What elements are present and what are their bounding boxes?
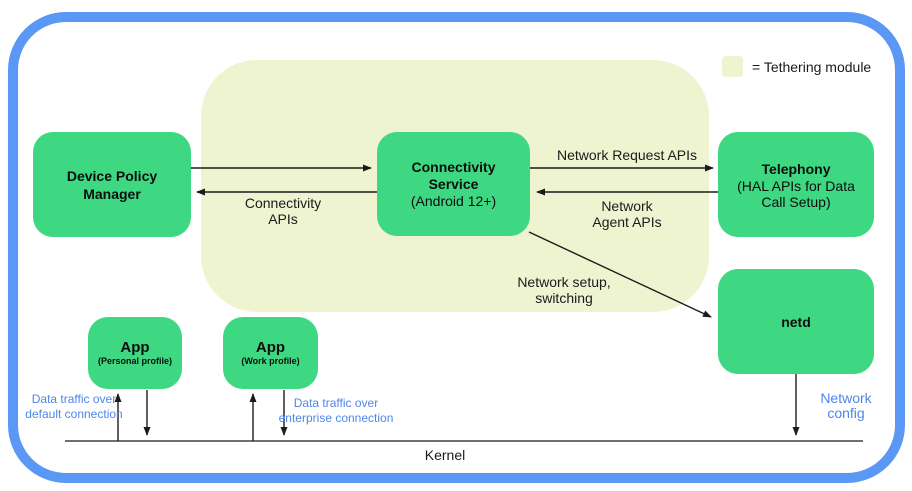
node-title: App bbox=[120, 339, 150, 356]
node-subtitle: (Android 12+) bbox=[410, 193, 497, 209]
edge-label-network-setup-switching: Network setup, switching bbox=[517, 274, 611, 306]
node-title: Telephony bbox=[761, 160, 831, 177]
node-telephony: Telephony (HAL APIs for Data Call Setup) bbox=[718, 132, 874, 237]
node-app-personal: App (Personal profile) bbox=[88, 317, 182, 389]
edge-label-network-request-apis: Network Request APIs bbox=[556, 147, 698, 163]
label-data-traffic-enterprise: Data traffic over enterprise connection bbox=[278, 396, 394, 425]
legend-label: = Tethering module bbox=[752, 58, 872, 75]
node-title: Device Policy Manager bbox=[66, 167, 158, 202]
node-title: App bbox=[255, 339, 286, 356]
legend: = Tethering module bbox=[722, 56, 871, 77]
edge-label-network-agent-apis: Network Agent APIs bbox=[592, 198, 662, 230]
node-netd: netd bbox=[718, 269, 874, 374]
node-title: Connectivity Service bbox=[411, 159, 496, 192]
device-frame-border bbox=[8, 12, 905, 483]
node-app-work: App (Work profile) bbox=[223, 317, 318, 389]
node-device-policy-manager: Device Policy Manager bbox=[33, 132, 191, 237]
node-subtitle: (Work profile) bbox=[241, 356, 300, 366]
arrow-connectivity-to-netd bbox=[528, 231, 712, 318]
node-connectivity-service: Connectivity Service (Android 12+) bbox=[377, 132, 530, 236]
node-subtitle: (HAL APIs for Data Call Setup) bbox=[737, 177, 855, 210]
label-data-traffic-default: Data traffic over default connection bbox=[25, 392, 123, 421]
tethering-module-swatch-icon bbox=[722, 56, 743, 77]
label-network-config: Network config bbox=[820, 390, 872, 421]
edge-label-connectivity-apis: Connectivity APIs bbox=[244, 195, 322, 227]
node-title: netd bbox=[781, 313, 811, 330]
kernel-label: Kernel bbox=[424, 447, 466, 463]
node-subtitle: (Personal profile) bbox=[97, 356, 172, 366]
